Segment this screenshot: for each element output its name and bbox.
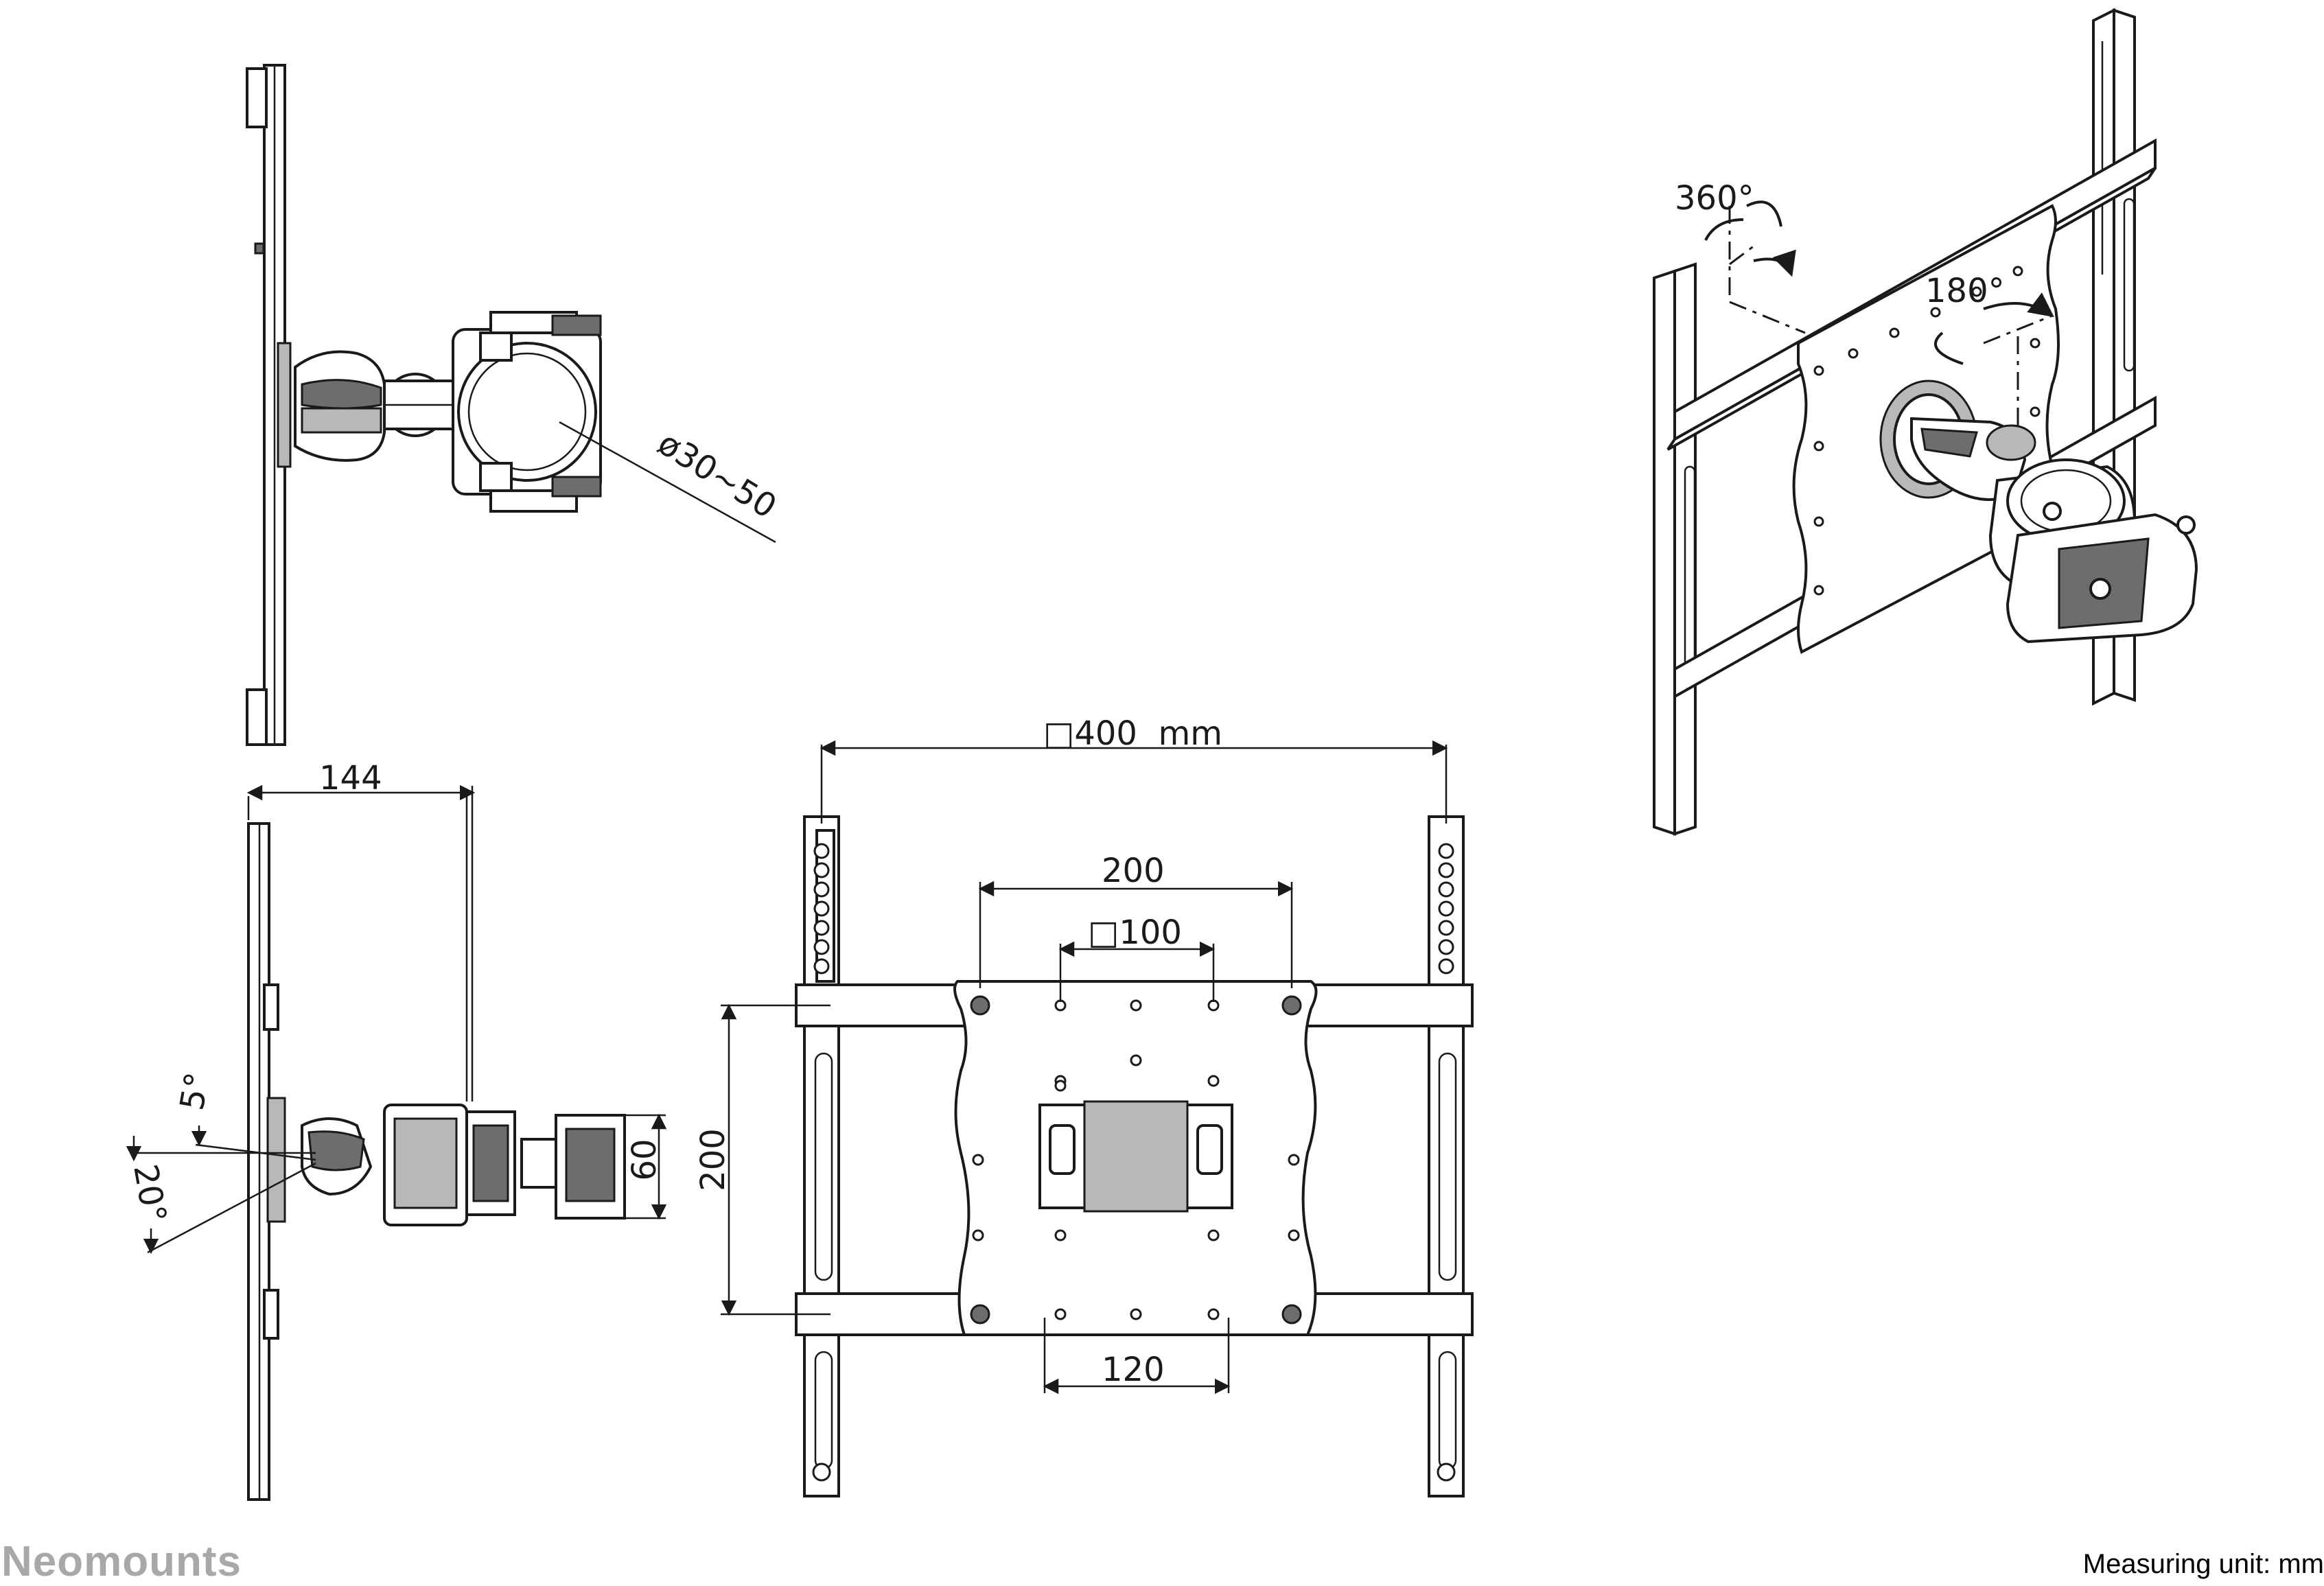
mounting-hole <box>1813 365 1824 376</box>
mounting-hole <box>1054 1229 1067 1241</box>
front-view: □400 mm 200 □100 200 120 <box>694 714 1474 1497</box>
mounting-hole <box>1930 307 1941 318</box>
mounting-hole <box>1848 348 1859 359</box>
depth-label: 144 <box>319 759 382 797</box>
mounting-hole <box>1288 1154 1300 1166</box>
vesa-max-label: □400 mm <box>1043 714 1222 753</box>
vesa-120-label: 120 <box>1102 1351 1165 1389</box>
clamp-height-label: 60 <box>625 1139 664 1180</box>
vesa-200-width-label: 200 <box>1102 852 1165 890</box>
mounting-hole <box>1207 999 1220 1012</box>
mounting-hole <box>813 881 830 898</box>
mounting-hole <box>970 995 990 1016</box>
mounting-hole <box>1438 920 1454 936</box>
mounting-hole <box>1130 999 1142 1012</box>
tilt-up-label: 5° <box>173 1070 218 1113</box>
mounting-hole <box>1054 1080 1067 1092</box>
mounting-hole <box>1438 900 1454 917</box>
side-view: 144 60 5° 20° <box>126 759 667 1501</box>
mounting-hole <box>813 900 830 917</box>
mounting-hole <box>1281 1304 1302 1325</box>
mounting-hole <box>2030 338 2041 349</box>
mounting-hole <box>813 862 830 878</box>
mounting-hole <box>1054 1308 1067 1320</box>
mounting-hole <box>1438 958 1454 975</box>
mounting-hole <box>1130 1054 1142 1066</box>
mounting-hole <box>1889 327 1900 338</box>
mounting-hole <box>813 958 830 975</box>
mounting-hole <box>812 1462 831 1482</box>
mounting-hole <box>1971 286 1982 297</box>
rotation-label: 360° <box>1675 179 1754 218</box>
brand-logo: Neomounts <box>1 1538 242 1585</box>
mounting-hole <box>1438 939 1454 955</box>
top-view: ø30~50 <box>246 64 783 746</box>
pipe-diameter-label: ø30~50 <box>651 424 783 526</box>
mounting-hole <box>1288 1229 1300 1241</box>
swivel-label: 180° <box>1925 272 2005 310</box>
mounting-hole <box>1438 881 1454 898</box>
mounting-hole <box>1438 843 1454 859</box>
measuring-unit-note: Measuring unit: mm <box>2082 1549 2324 1579</box>
mounting-hole <box>813 920 830 936</box>
tilt-down-label: 20° <box>126 1161 174 1226</box>
mounting-hole <box>1813 516 1824 527</box>
vesa-100-label: □100 <box>1088 913 1182 952</box>
mounting-hole <box>1813 585 1824 596</box>
mounting-hole <box>972 1154 984 1166</box>
mounting-hole <box>1130 1308 1142 1320</box>
mounting-hole <box>1437 1462 1456 1482</box>
mounting-hole <box>970 1304 990 1325</box>
mounting-hole <box>1281 995 1302 1016</box>
vesa-200-height-label: 200 <box>694 1128 732 1191</box>
mounting-hole <box>813 843 830 859</box>
mounting-hole <box>1813 441 1824 452</box>
isometric-view: 360° 180° <box>1653 8 2198 836</box>
mounting-hole <box>2030 406 2041 417</box>
mounting-hole <box>813 939 830 955</box>
mounting-hole <box>2012 266 2023 277</box>
mounting-hole <box>972 1229 984 1241</box>
mounting-hole <box>1054 999 1067 1012</box>
mounting-hole <box>1207 1229 1220 1241</box>
mounting-hole <box>1438 862 1454 878</box>
mounting-hole <box>1207 1308 1220 1320</box>
mounting-hole <box>1207 1075 1220 1087</box>
